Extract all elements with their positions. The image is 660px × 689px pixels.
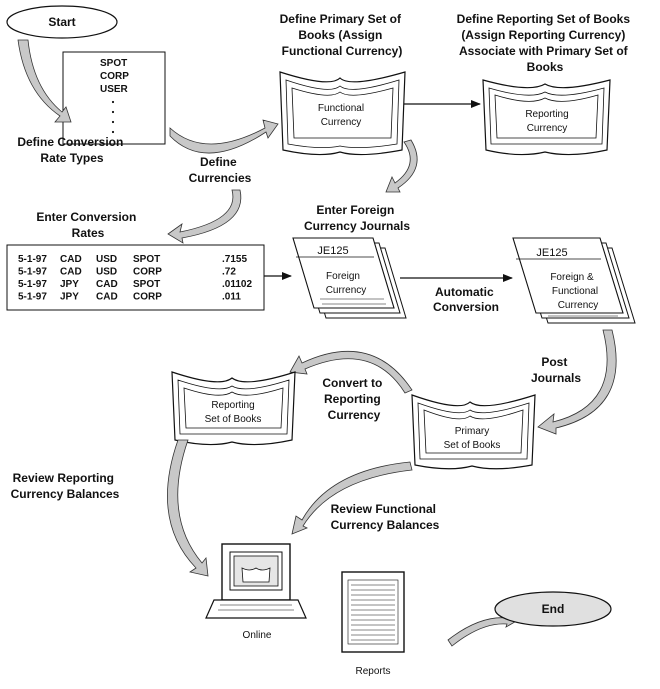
- functional-book-line1: Functional: [318, 103, 364, 114]
- curved-arrow-to-journals: [385, 139, 418, 193]
- online-computer-icon: Online: [205, 543, 307, 641]
- journal2-line2: Functional: [552, 286, 598, 297]
- start-node: Start: [6, 5, 118, 39]
- rate-cell: 5-1-97: [18, 292, 47, 303]
- online-label: Online: [243, 630, 272, 641]
- rate-cell: 5-1-97: [18, 279, 47, 290]
- reporting-set-line2: Set of Books: [205, 414, 262, 425]
- define-rate-types-label: Define Conversion Rate Types: [17, 135, 126, 165]
- functional-currency-book: Functional Currency: [279, 71, 406, 156]
- curved-arrow-start: [17, 39, 72, 123]
- rate-cell: CAD: [96, 279, 118, 290]
- rate-cell: CAD: [60, 267, 82, 278]
- define-primary-label: Define Primary Set of Books (Assign Func…: [280, 12, 405, 58]
- journal2-line1: Foreign &: [550, 272, 594, 283]
- reports-document-icon: Reports: [341, 571, 405, 677]
- journal2-id: JE125: [536, 247, 567, 259]
- curved-arrow-review-functional: [291, 461, 413, 535]
- primary-book-line2: Set of Books: [444, 440, 501, 451]
- rate-cell: JPY: [60, 292, 79, 303]
- automatic-conversion-label: Automatic Conversion: [433, 285, 499, 314]
- rate-cell: .72: [222, 267, 236, 278]
- define-reporting-label: Define Reporting Set of Books (Assign Re…: [457, 12, 634, 74]
- review-reporting-label: Review Reporting Currency Balances: [11, 471, 120, 501]
- review-functional-label: Review Functional Currency Balances: [331, 502, 440, 532]
- curved-arrow-review-reporting: [167, 439, 209, 577]
- journal1-id: JE125: [317, 245, 348, 257]
- rate-cell: USD: [96, 267, 117, 278]
- reports-label: Reports: [355, 666, 390, 677]
- enter-journals-label: Enter Foreign Currency Journals: [304, 203, 410, 233]
- rate-cell: JPY: [60, 279, 79, 290]
- reporting-book-line2: Currency: [527, 123, 568, 134]
- journal1-line1: Foreign: [326, 271, 360, 282]
- curved-arrow-post: [537, 329, 617, 435]
- rate-cell: SPOT: [133, 279, 160, 290]
- reporting-book-line1: Reporting: [525, 109, 568, 120]
- journal-foreign-functional-currency: JE125 Foreign & Functional Currency: [512, 237, 636, 324]
- curved-arrow-to-primary: [169, 119, 279, 154]
- reporting-set-of-books: Reporting Set of Books: [171, 371, 296, 446]
- rate-cell: 5-1-97: [18, 267, 47, 278]
- curved-arrow-to-rates: [167, 189, 242, 244]
- primary-book-line1: Primary: [455, 426, 489, 437]
- rate-cell: CAD: [96, 292, 118, 303]
- rate-type-1: SPOT: [100, 58, 127, 69]
- post-journals-label: Post Journals: [531, 355, 581, 385]
- journal-foreign-currency: JE125 Foreign Currency: [292, 237, 407, 319]
- rate-cell: .011: [222, 292, 241, 303]
- rate-cell: .01102: [222, 279, 252, 290]
- primary-set-of-books: Primary Set of Books: [411, 394, 536, 470]
- rate-cell: 5-1-97: [18, 254, 47, 265]
- convert-reporting-label: Convert to Reporting Currency: [322, 376, 385, 422]
- rate-type-3: USER: [100, 84, 129, 95]
- reporting-currency-book: Reporting Currency: [482, 79, 611, 156]
- define-currencies-label: Define Currencies: [189, 155, 252, 185]
- rate-cell: .7155: [222, 254, 247, 265]
- rate-cell: CORP: [133, 292, 162, 303]
- rate-cell: SPOT: [133, 254, 160, 265]
- reporting-set-line1: Reporting: [211, 400, 254, 411]
- rate-cell: CAD: [60, 254, 82, 265]
- rate-type-2: CORP: [100, 71, 129, 82]
- end-label: End: [542, 602, 565, 616]
- end-node: End: [494, 591, 612, 627]
- rate-types-box: SPOT CORP USER: [62, 51, 166, 145]
- rate-cell: CORP: [133, 267, 162, 278]
- journal1-line2: Currency: [326, 285, 367, 296]
- curved-arrow-convert: [289, 350, 413, 394]
- enter-rates-label: Enter Conversion Rates: [36, 210, 139, 240]
- start-label: Start: [48, 15, 75, 29]
- journal2-line3: Currency: [558, 300, 599, 311]
- rate-cell: USD: [96, 254, 117, 265]
- functional-book-line2: Currency: [321, 117, 362, 128]
